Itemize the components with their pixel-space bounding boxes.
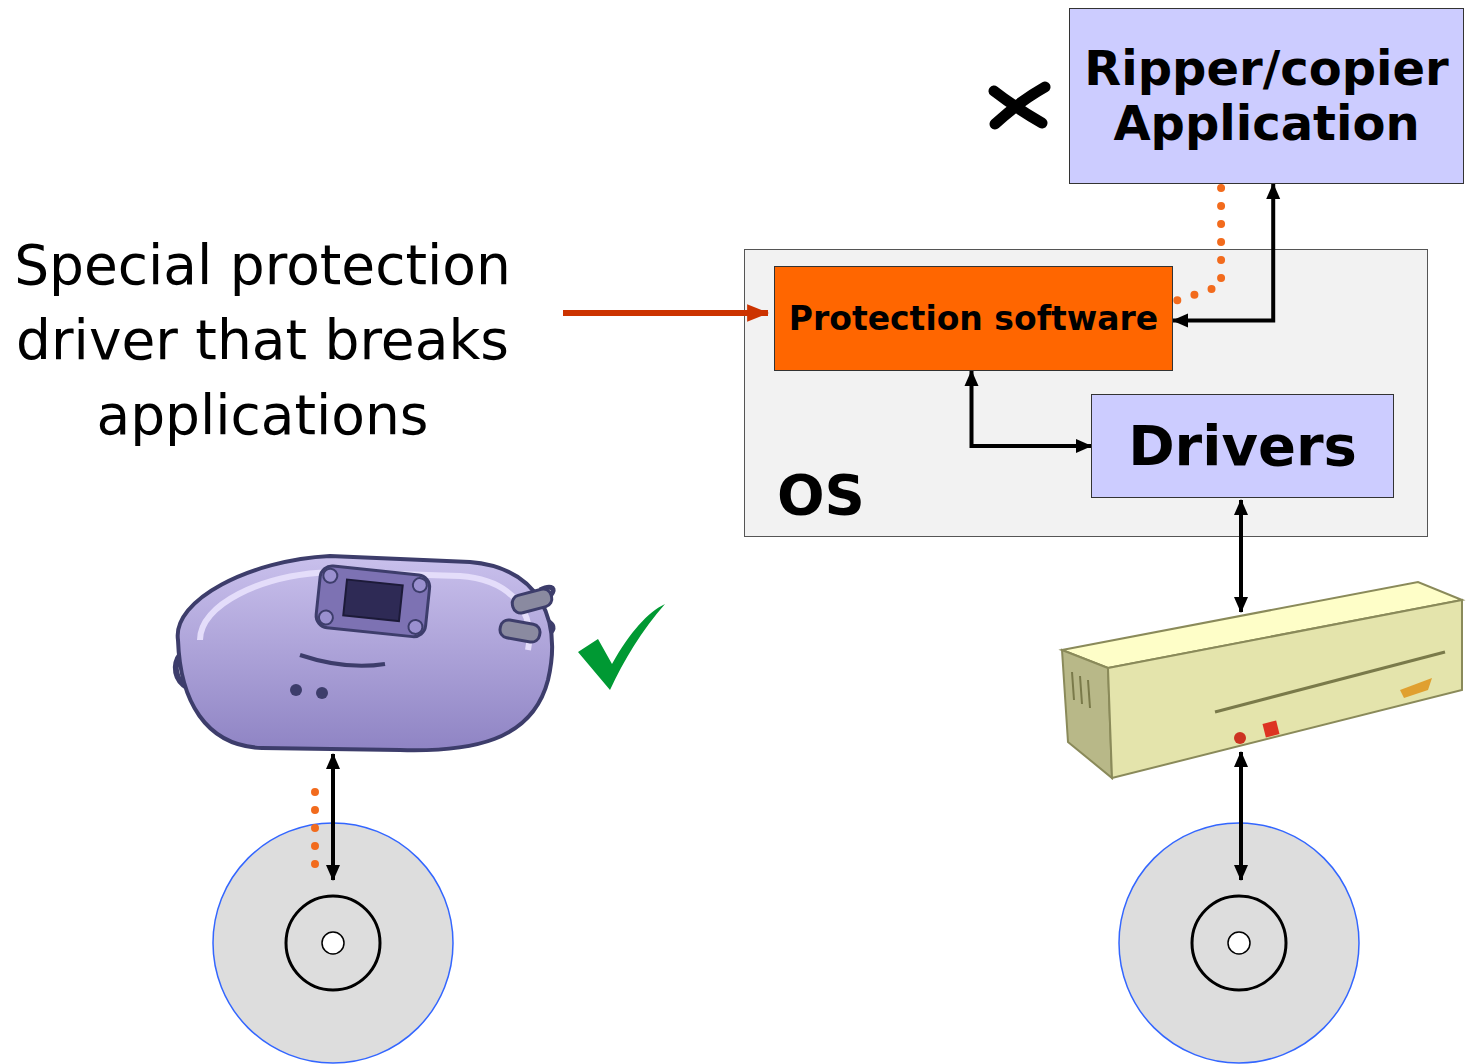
- disc-hub: [286, 896, 380, 990]
- cd-player: [176, 556, 554, 750]
- drive-eject: [1400, 678, 1432, 698]
- os-panel: OS Protection softwareDrivers: [744, 249, 1428, 537]
- drive-side: [1062, 650, 1112, 778]
- leader-arrow: [563, 310, 768, 316]
- player-dot: [290, 684, 302, 696]
- earbud: [510, 587, 553, 615]
- player-body: [178, 556, 552, 750]
- drive-vents: [1072, 672, 1090, 708]
- player-screen: [343, 579, 402, 621]
- fail-cross: [994, 87, 1045, 124]
- data-arrow: [1239, 752, 1243, 880]
- drive-front: [1108, 600, 1462, 778]
- disc-hole: [322, 932, 344, 954]
- player-dot: [316, 687, 328, 699]
- box-label: Drivers: [1128, 414, 1357, 478]
- application-box: Ripper/copier Application: [1069, 8, 1464, 184]
- player-button: [408, 619, 423, 634]
- player-button: [412, 577, 427, 592]
- callout-text: Special protection driver that breaks ap…: [0, 228, 525, 453]
- ok-check: [578, 604, 665, 690]
- disc-hole: [1228, 932, 1250, 954]
- player-highlight: [200, 572, 529, 650]
- panel-title: OS: [777, 464, 865, 526]
- drive-light: [1234, 732, 1246, 744]
- driver-box: Drivers: [1091, 394, 1394, 498]
- player-groove: [300, 655, 385, 666]
- box-label: Ripper/copier Application: [1076, 41, 1457, 151]
- cd-drive: [1062, 582, 1462, 778]
- protection-box: Protection software: [774, 266, 1173, 371]
- player-button: [323, 568, 338, 583]
- player-panel: [315, 565, 431, 638]
- box-label: Protection software: [789, 300, 1158, 338]
- drive-slot: [1215, 652, 1445, 712]
- data-dots: [311, 792, 319, 866]
- drive-button: [1263, 721, 1280, 738]
- earbud: [499, 619, 542, 644]
- data-arrow: [1239, 500, 1243, 612]
- disc-hub: [1192, 896, 1286, 990]
- player-button: [318, 610, 333, 625]
- data-arrow: [331, 754, 335, 880]
